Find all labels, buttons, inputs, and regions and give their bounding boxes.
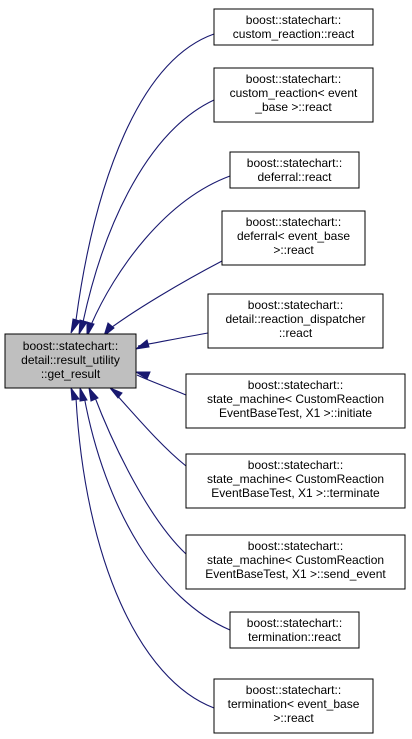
node-box — [229, 151, 360, 189]
node-box — [213, 678, 374, 734]
node-line: boost::statechart:: — [248, 378, 343, 392]
node-state-machine-send-event[interactable]: boost::statechart:: state_machine< Custo… — [185, 534, 406, 590]
node-line: boost::statechart:: — [246, 683, 341, 697]
node-line: state_machine< CustomReaction — [207, 553, 384, 567]
node-line: termination::react — [248, 630, 341, 644]
node-line: >::react — [273, 243, 314, 257]
arrowhead-2 — [78, 319, 88, 336]
arrowhead-7 — [109, 387, 123, 399]
node-line: EventBaseTest, X1 >::terminate — [211, 486, 380, 500]
node-line: boost::statechart:: — [248, 298, 343, 312]
node-box — [213, 67, 374, 123]
edge-state-machine-initiate — [136, 374, 187, 396]
node-line: detail::reaction_dispatcher — [225, 312, 365, 326]
edges — [75, 33, 231, 709]
focus-node-line-1: boost::statechart:: — [23, 339, 118, 353]
node-deferral-event-base-react[interactable]: boost::statechart:: deferral< event_base… — [221, 210, 366, 266]
arrowhead-3 — [86, 321, 95, 338]
node-line: custom_reaction< event — [230, 86, 358, 100]
focus-node-line-2: detail::result_utility — [21, 353, 120, 367]
node-line: boost::statechart:: — [248, 539, 343, 553]
node-line: deferral::react — [257, 170, 332, 184]
node-box — [185, 453, 406, 509]
node-line: ::react — [279, 326, 313, 340]
node-state-machine-terminate[interactable]: boost::statechart:: state_machine< Custo… — [185, 453, 406, 509]
node-box — [229, 611, 360, 649]
arrowheads — [70, 318, 151, 402]
node-line: boost::statechart:: — [246, 215, 341, 229]
focus-node-box — [4, 333, 137, 389]
node-line: custom_reaction::react — [233, 27, 355, 41]
node-reaction-dispatcher-react[interactable]: boost::statechart:: detail::reaction_dis… — [207, 293, 384, 349]
focus-node-line-3: ::get_result — [41, 367, 101, 381]
node-line: EventBaseTest, X1 >::send_event — [205, 567, 386, 581]
node-line: boost::statechart:: — [247, 156, 342, 170]
node-line: state_machine< CustomReaction — [207, 472, 384, 486]
arrowhead-4 — [103, 322, 115, 338]
arrowhead-10 — [70, 386, 80, 401]
edge-custom-reaction-react — [75, 33, 215, 321]
edge-deferral-event-base-react — [107, 260, 223, 331]
node-line: deferral< event_base — [237, 229, 350, 243]
node-line: termination< event_base — [228, 697, 360, 711]
node-state-machine-initiate[interactable]: boost::statechart:: state_machine< Custo… — [185, 373, 406, 429]
edge-custom-reaction-event-base-react — [82, 99, 215, 323]
edge-termination-react — [83, 395, 231, 631]
node-line: boost::statechart:: — [246, 72, 341, 86]
node-line: boost::statechart:: — [247, 616, 342, 630]
node-line: state_machine< CustomReaction — [207, 392, 384, 406]
node-deferral-react[interactable]: boost::statechart:: deferral::react — [229, 151, 360, 189]
node-line: EventBaseTest, X1 >::initiate — [219, 406, 372, 420]
node-box — [221, 210, 366, 266]
node-line: boost::statechart:: — [248, 458, 343, 472]
arrowhead-9 — [79, 386, 88, 402]
arrowhead-6 — [134, 371, 151, 380]
node-line: _base >::react — [254, 100, 332, 114]
node-box — [185, 373, 406, 429]
arrowhead-1 — [70, 318, 81, 334]
node-custom-reaction-event-base-react[interactable]: boost::statechart:: custom_reaction< eve… — [213, 67, 374, 123]
node-line: >::react — [273, 711, 314, 725]
node-termination-react[interactable]: boost::statechart:: termination::react — [229, 611, 360, 649]
arrowhead-5 — [134, 339, 150, 350]
node-custom-reaction-react[interactable]: boost::statechart:: custom_reaction::rea… — [213, 8, 374, 46]
edge-state-machine-send-event — [93, 394, 187, 555]
node-box — [185, 534, 406, 590]
edge-termination-event-base-react — [75, 397, 215, 709]
node-box — [213, 8, 374, 46]
edge-state-machine-terminate — [113, 391, 187, 467]
edge-deferral-react — [90, 175, 231, 326]
node-box — [207, 293, 384, 349]
focus-node-get-result[interactable]: boost::statechart:: detail::result_utili… — [4, 333, 137, 389]
arrowhead-8 — [88, 386, 99, 402]
node-termination-event-base-react[interactable]: boost::statechart:: termination< event_b… — [213, 678, 374, 734]
node-line: boost::statechart:: — [246, 13, 341, 27]
